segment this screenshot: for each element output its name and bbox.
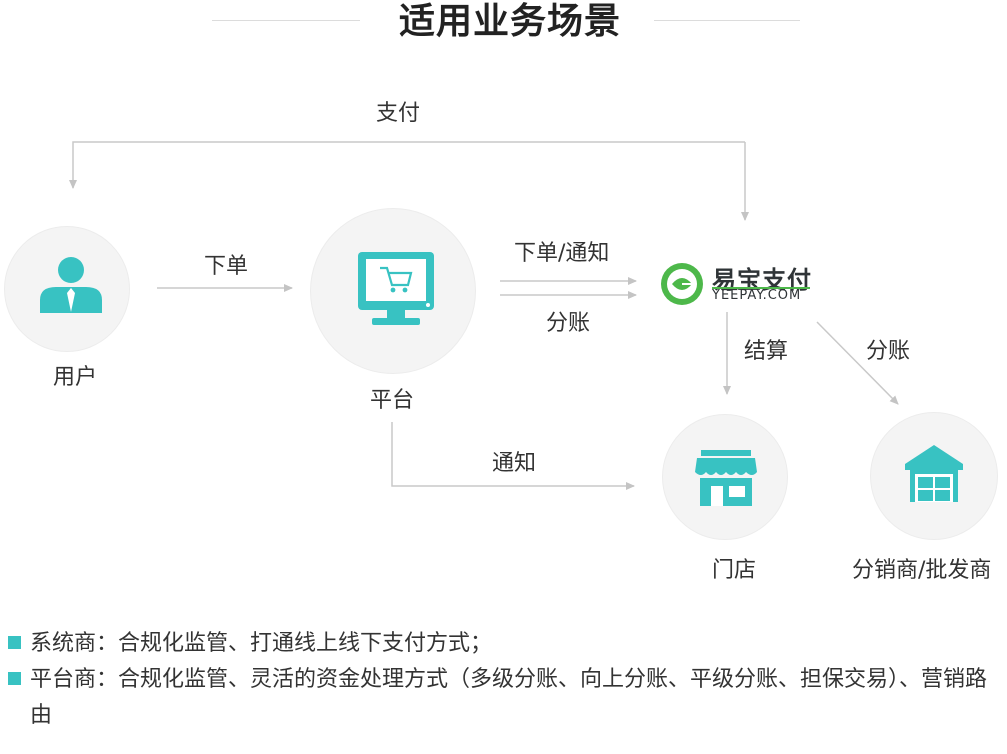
yeepay-logo: 易宝支付 YEEPAY.COM (658, 258, 818, 306)
node-label-user: 用户 (53, 365, 98, 390)
bullet-square-icon (8, 636, 21, 649)
edge-label-order-notify: 下单/通知 (514, 241, 610, 266)
edge-pay-to-user (69, 141, 745, 189)
edge-split-distributor (816, 321, 899, 405)
edge-label-notify: 通知 (492, 451, 537, 476)
warehouse-icon (905, 445, 963, 502)
edge-label-order: 下单 (204, 254, 249, 279)
node-label-store: 门店 (712, 558, 757, 583)
list-item: 平台商：合规化监管、灵活的资金处理方式（多级分账、向上分账、平级分账、担保交易）… (8, 662, 998, 734)
list-item-text: 系统商：合规化监管、打通线上线下支付方式； (30, 631, 493, 656)
edge-label-split-platform: 分账 (546, 311, 591, 336)
monitor-cart-icon (358, 252, 434, 325)
node-label-distributor: 分销商/批发商 (852, 558, 992, 583)
bullet-square-icon (8, 672, 21, 685)
node-label-platform: 平台 (370, 388, 415, 413)
title-right-rule (654, 20, 800, 21)
edge-notify (391, 422, 635, 490)
page-title: 适用业务场景 (398, 1, 621, 42)
storefront-icon (695, 450, 757, 506)
list-item-text: 平台商：合规化监管、灵活的资金处理方式（多级分账、向上分账、平级分账、担保交易）… (30, 667, 988, 728)
user-icon (40, 257, 102, 313)
yeepay-domain: YEEPAY.COM (712, 288, 802, 303)
title-left-rule (212, 20, 360, 21)
title-bar: 适用业务场景 (0, 0, 1007, 48)
yeepay-name: 易宝支付 (712, 266, 812, 294)
yeepay-logo-mark (661, 263, 703, 305)
list-item: 系统商：合规化监管、打通线上线下支付方式； (8, 626, 998, 662)
edge-label-pay: 支付 (376, 101, 421, 126)
yeepay-underline (712, 287, 810, 289)
edge-label-split-distributor: 分账 (866, 339, 911, 364)
feature-list: 系统商：合规化监管、打通线上线下支付方式； 平台商：合规化监管、灵活的资金处理方… (8, 626, 998, 734)
store-node (662, 414, 788, 540)
edge-label-settle: 结算 (744, 339, 789, 364)
